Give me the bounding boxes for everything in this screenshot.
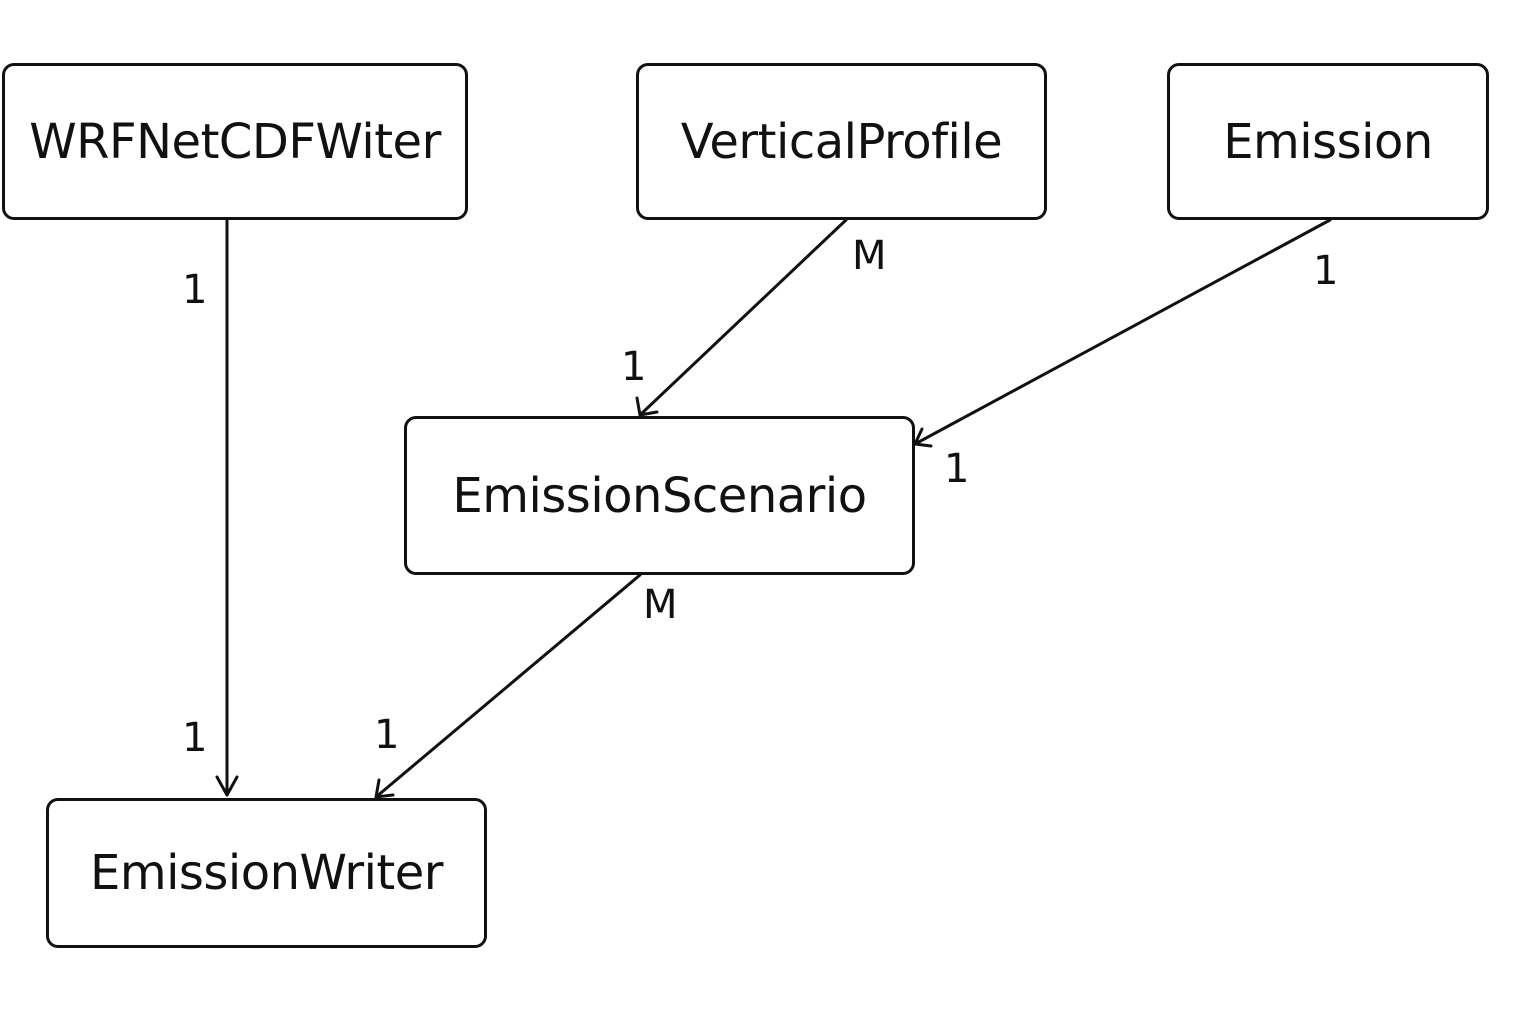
multiplicity-emission-source: 1 bbox=[1313, 248, 1339, 294]
arrowhead-profile-to-scenario bbox=[635, 396, 659, 417]
class-box-vertical-profile: VerticalProfile bbox=[636, 63, 1047, 220]
multiplicity-writer-from-wrf: 1 bbox=[182, 715, 208, 761]
arrowhead-scenario-to-writer bbox=[374, 778, 395, 799]
arrowhead-wrf-to-writer bbox=[215, 775, 239, 797]
class-box-emission: Emission bbox=[1167, 63, 1489, 220]
class-box-wrf-netcdf-writer: WRFNetCDFWiter bbox=[2, 63, 468, 220]
class-name-wrf-netcdf-writer: WRFNetCDFWiter bbox=[29, 113, 441, 170]
class-name-emission-writer: EmissionWriter bbox=[89, 845, 444, 901]
multiplicity-writer-from-scenario: 1 bbox=[374, 712, 400, 758]
class-name-emission-scenario: EmissionScenario bbox=[452, 467, 867, 524]
multiplicity-scenario-from-emission: 1 bbox=[944, 446, 970, 492]
class-name-emission: Emission bbox=[1223, 113, 1433, 170]
class-box-emission-scenario: EmissionScenario bbox=[404, 416, 915, 575]
class-name-vertical-profile: VerticalProfile bbox=[680, 113, 1003, 170]
multiplicity-scenario-from-profile: 1 bbox=[621, 344, 647, 390]
multiplicity-profile-source: M bbox=[852, 233, 887, 279]
multiplicity-scenario-source: M bbox=[643, 582, 678, 628]
arrowhead-emission-to-scenario bbox=[913, 427, 933, 448]
class-box-emission-writer: EmissionWriter bbox=[46, 798, 487, 948]
association-line-scenario-to-writer bbox=[374, 573, 642, 799]
association-line-profile-to-scenario bbox=[638, 218, 848, 417]
multiplicity-wrf-source: 1 bbox=[182, 267, 208, 313]
association-line-emission-to-scenario bbox=[913, 218, 1332, 446]
